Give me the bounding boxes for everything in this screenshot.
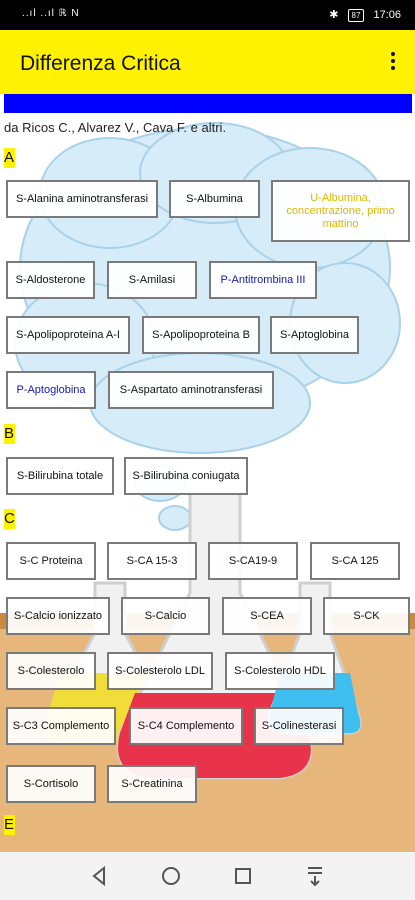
clock: 17:06 bbox=[373, 9, 401, 21]
item-button[interactable]: S-Bilirubina coniugata bbox=[124, 457, 248, 495]
overflow-menu-icon[interactable] bbox=[389, 50, 397, 72]
item-button[interactable]: S-Apolipoproteina A-I bbox=[6, 316, 130, 354]
item-button[interactable]: S-Bilirubina totale bbox=[6, 457, 114, 495]
item-button[interactable]: S-CA 15-3 bbox=[107, 542, 197, 580]
item-button[interactable]: S-C4 Complemento bbox=[129, 707, 243, 745]
item-button[interactable]: S-Apolipoproteina B bbox=[142, 316, 260, 354]
item-button[interactable]: S-CA19-9 bbox=[208, 542, 298, 580]
app-title: Differenza Critica bbox=[20, 52, 181, 75]
item-button[interactable]: S-CEA bbox=[222, 597, 312, 635]
status-right: ✱ 87 17:06 bbox=[329, 8, 401, 22]
item-button[interactable]: U-Albumina, concentrazione, primo mattin… bbox=[271, 180, 410, 242]
app-bar: Differenza Critica bbox=[0, 30, 415, 94]
item-button[interactable]: S-Alanina aminotransferasi bbox=[6, 180, 158, 218]
item-button[interactable]: P-Antitrombina III bbox=[209, 261, 317, 299]
section-header-e: E bbox=[4, 815, 15, 835]
item-button[interactable]: S-Cortisolo bbox=[6, 765, 96, 803]
download-menu-icon[interactable] bbox=[303, 864, 327, 888]
item-button[interactable]: S-CK bbox=[323, 597, 410, 635]
battery-icon: 87 bbox=[347, 9, 365, 22]
item-button[interactable]: S-Creatinina bbox=[107, 765, 197, 803]
section-header-c: C bbox=[4, 509, 15, 529]
status-bar: ..ıl ..ıl ℝ N ✱ 87 17:06 bbox=[0, 0, 415, 30]
item-button[interactable]: S-Calcio ionizzato bbox=[6, 597, 110, 635]
section-header-a: A bbox=[4, 148, 15, 168]
item-button[interactable]: S-Colesterolo LDL bbox=[107, 652, 213, 690]
item-button[interactable]: S-Calcio bbox=[121, 597, 210, 635]
item-button[interactable]: S-Aldosterone bbox=[6, 261, 95, 299]
item-button[interactable]: S-Aptoglobina bbox=[270, 316, 359, 354]
authors-text: da Ricos C., Alvarez V., Cava F. e altri… bbox=[4, 120, 227, 135]
home-icon[interactable] bbox=[159, 864, 183, 888]
signal-icons: ..ıl ..ıl ℝ N bbox=[22, 8, 80, 19]
item-button[interactable]: S-Colesterolo bbox=[6, 652, 96, 690]
item-button[interactable]: S-Colesterolo HDL bbox=[225, 652, 335, 690]
recents-icon[interactable] bbox=[231, 864, 255, 888]
item-button[interactable]: P-Aptoglobina bbox=[6, 371, 96, 409]
system-nav-bar bbox=[0, 852, 415, 900]
item-button[interactable]: S-C3 Complemento bbox=[6, 707, 116, 745]
item-button[interactable]: S-Amilasi bbox=[107, 261, 197, 299]
section-header-b: B bbox=[4, 424, 15, 444]
item-button[interactable]: S-Albumina bbox=[169, 180, 260, 218]
item-button[interactable]: S-Aspartato aminotransferasi bbox=[108, 371, 274, 409]
item-button[interactable]: S-Colinesterasi bbox=[254, 707, 344, 745]
bluetooth-icon: ✱ bbox=[329, 9, 339, 21]
back-icon[interactable] bbox=[87, 864, 111, 888]
item-button[interactable]: S-C Proteina bbox=[6, 542, 96, 580]
accent-bar bbox=[4, 94, 412, 113]
item-button[interactable]: S-CA 125 bbox=[310, 542, 400, 580]
